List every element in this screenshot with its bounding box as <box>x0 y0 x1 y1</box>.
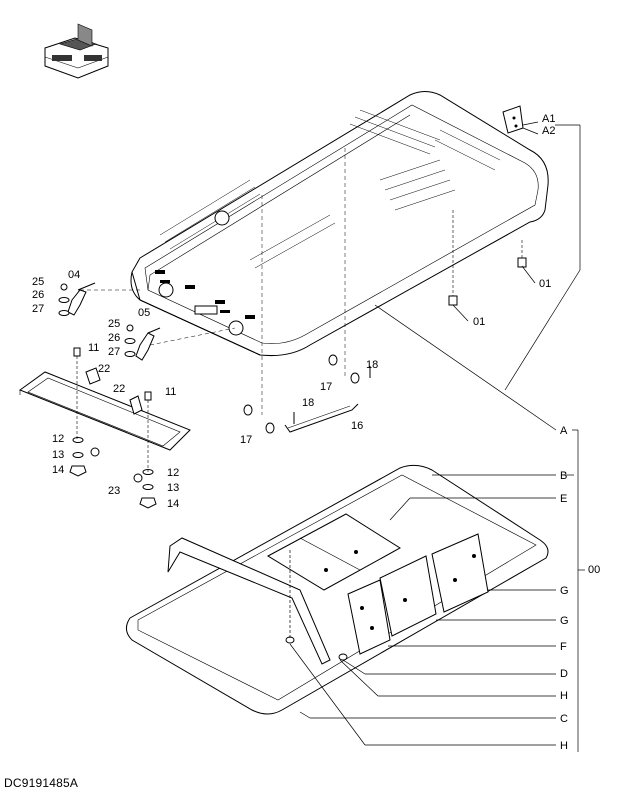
callout-D: D <box>560 668 568 680</box>
leader-lines <box>289 121 585 752</box>
callout-14a: 14 <box>52 464 64 476</box>
callout-C: C <box>560 713 568 725</box>
callout-22b: 22 <box>113 383 125 395</box>
callout-G2: G <box>560 615 569 627</box>
seal-plates <box>266 513 489 661</box>
callout-11b: 11 <box>165 386 176 398</box>
callout-A2: A2 <box>542 125 555 137</box>
callout-11a: 11 <box>88 342 99 354</box>
callout-05: 05 <box>138 307 150 319</box>
callout-14b: 14 <box>167 498 179 510</box>
callout-04: 04 <box>68 269 80 281</box>
callout-22a: 22 <box>98 363 110 375</box>
callout-23a: 23 <box>108 485 120 497</box>
bolt-01 <box>448 210 527 306</box>
callout-27b: 27 <box>108 346 120 358</box>
callout-01a: 01 <box>539 278 551 290</box>
base-frame <box>18 371 191 451</box>
bracket-a1-a2 <box>502 105 524 134</box>
callout-13a: 13 <box>52 449 64 461</box>
callout-13b: 13 <box>167 482 179 494</box>
support-rod-16 <box>243 354 371 434</box>
callout-H1: H <box>560 690 568 702</box>
callout-27a: 27 <box>32 303 44 315</box>
callout-G1: G <box>560 585 569 597</box>
callout-A1: A1 <box>542 113 555 125</box>
machine-orientation-icon <box>44 23 109 79</box>
callout-25b: 25 <box>108 318 120 330</box>
latch-04 <box>67 282 96 316</box>
drawing-code: DC9191485A <box>4 776 79 790</box>
callout-12a: 12 <box>52 433 64 445</box>
callout-01b: 01 <box>473 316 485 328</box>
callout-17a: 17 <box>320 381 332 393</box>
callout-F: F <box>560 641 567 653</box>
hardware-group <box>58 283 157 509</box>
callout-B: B <box>560 470 567 482</box>
callout-26a: 26 <box>32 289 44 301</box>
callout-17b: 17 <box>240 434 252 446</box>
callout-E: E <box>560 493 567 505</box>
callout-00: 00 <box>588 564 600 576</box>
callout-H2: H <box>560 740 568 752</box>
callout-18b: 18 <box>302 397 314 409</box>
callout-18a: 18 <box>366 359 378 371</box>
engine-hood-cover <box>130 91 549 356</box>
callout-26b: 26 <box>108 332 120 344</box>
callout-16: 16 <box>351 420 363 432</box>
latch-05 <box>135 327 161 361</box>
seal-bar <box>167 537 331 665</box>
callout-25a: 25 <box>32 276 44 288</box>
callout-12b: 12 <box>167 467 179 479</box>
callout-A: A <box>560 425 568 437</box>
